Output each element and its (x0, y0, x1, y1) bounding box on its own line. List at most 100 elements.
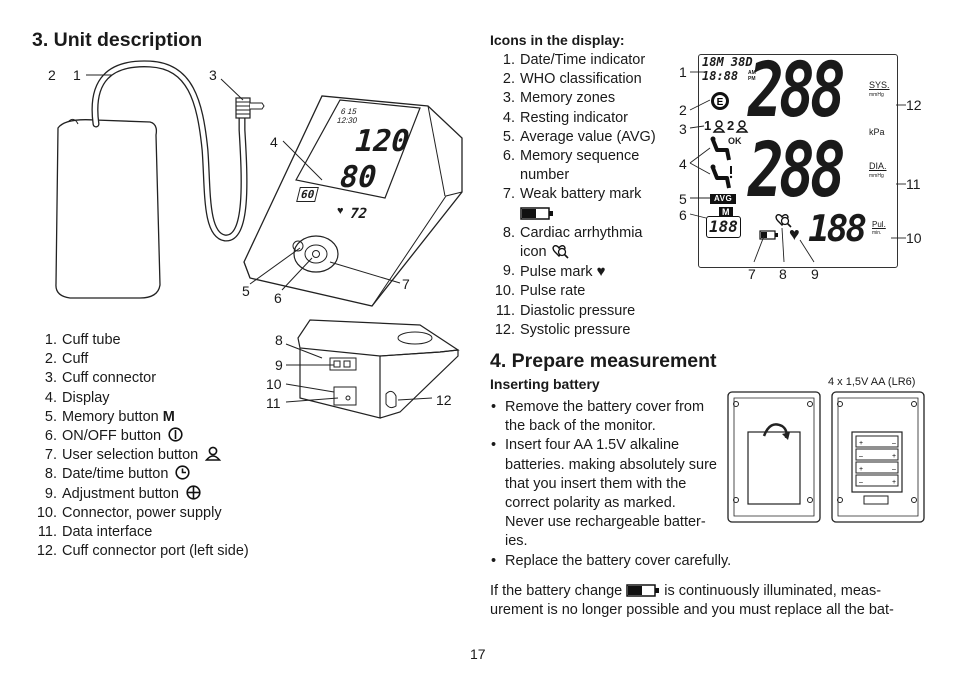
parts-list-item: 8Date/time button (32, 465, 292, 484)
svg-text:–: – (859, 453, 863, 460)
icons-list-item: 3Memory zones (490, 89, 660, 108)
battery-warning-paragraph: If the battery change is continuously il… (490, 582, 930, 620)
parts-list-item: 12Cuff connector port (left side) (32, 542, 292, 561)
icons-list-item: 12Systolic pressure (490, 321, 660, 340)
lcd-mem-sequence: 188 (706, 216, 741, 238)
page-number: 17 (470, 646, 486, 662)
parts-list-item: 3Cuff connector (32, 369, 292, 388)
icons-list-item: 8Cardiac arrhythmia icon (490, 224, 660, 262)
lcd-label-7: 7 (748, 266, 756, 282)
label-3: 3 (209, 67, 217, 83)
icons-list-item: 5Average value (AVG) (490, 128, 660, 147)
svg-text:E: E (717, 97, 724, 108)
lcd-battery-icon (759, 230, 778, 240)
inserting-battery-heading: Inserting battery (490, 376, 600, 392)
power-icon (168, 427, 183, 442)
battery-change-icon (626, 584, 660, 597)
lcd-mem-m: M (719, 207, 733, 217)
lcd-label-5: 5 (679, 191, 687, 207)
lcd-callout-lines (689, 71, 906, 263)
icons-heading: Icons in the display: (490, 32, 625, 48)
clock-icon (175, 465, 191, 481)
svg-text:+: + (892, 453, 896, 460)
icons-list-item: 9Pulse mark ♥ (490, 262, 660, 282)
parts-list-item: 4Display (32, 389, 292, 408)
heart-icon: ♥ (596, 263, 606, 281)
parts-list-item: 1Cuff tube (32, 331, 292, 350)
lcd-ok: OK (728, 136, 742, 146)
parts-list-item: 10Connector, power supply (32, 504, 292, 523)
icons-list-item: 2WHO classification (490, 70, 660, 89)
parts-list-item: 2Cuff (32, 350, 292, 369)
parts-list-item: 7User selection button (32, 446, 292, 465)
icons-list: 1Date/Time indicator 2WHO classification… (490, 51, 660, 340)
parts-list-item: 5Memory button M (32, 408, 292, 427)
lcd-am: AM (748, 70, 756, 76)
prepare-heading: 4. Prepare measurement (490, 350, 717, 372)
lcd-label-3: 3 (679, 121, 687, 137)
lcd-avg-badge: AVG (710, 194, 737, 204)
label-2: 2 (48, 67, 56, 83)
lcd-label-9: 9 (811, 266, 819, 282)
label-1: 1 (73, 67, 81, 83)
battery-caption: 4 x 1,5V AA (LR6) (828, 376, 916, 388)
lcd-dia-label: DIA. (869, 161, 887, 171)
lcd-label-4: 4 (679, 156, 687, 172)
parts-list-item: 11Data interface (32, 523, 292, 542)
icons-list-item: 10Pulse rate (490, 282, 660, 301)
lcd-pul-label: Pul. (872, 220, 886, 229)
resting-warning-icon (710, 164, 733, 189)
users-icon (205, 446, 222, 462)
icons-list-item: 1Date/Time indicator (490, 51, 660, 70)
user1-icon (712, 120, 726, 133)
lcd-label-10: 10 (906, 230, 922, 246)
lcd-kpa: kPa (869, 127, 885, 137)
battery-warning-text-before: If the battery change (490, 583, 623, 599)
lcd-dia-digits: 288 (748, 125, 846, 214)
label-12: 12 (436, 392, 452, 408)
lcd-user1: 1 (704, 118, 712, 133)
battery-step: Insert four AA 1.5V alkaline batteries. … (490, 436, 718, 551)
label-4: 4 (270, 134, 278, 150)
arrhythmia-icon (552, 245, 569, 259)
parts-list: 1Cuff tube 2Cuff 3Cuff connector 4Displa… (32, 331, 292, 561)
lcd-sys-unit: mmHg (869, 92, 884, 98)
parts-list-item: 6ON/OFF button (32, 427, 292, 446)
label-10: 10 (266, 376, 282, 392)
lcd-pulse-digits: 188 (808, 209, 867, 250)
lcd-label-11: 11 (906, 176, 921, 192)
monitor-heart-icon: ♥ (337, 205, 344, 217)
label-9: 9 (275, 357, 283, 373)
resting-ok-icon (710, 136, 731, 161)
parts-list-item: 9Adjustment button (32, 485, 292, 504)
memory-m-symbol: M (162, 408, 175, 425)
lcd-arrhythmia-icon (775, 214, 792, 228)
battery-icon (520, 206, 553, 220)
cuff-drawing (55, 119, 161, 299)
lcd-pm: PM (748, 76, 756, 82)
battery-step: Remove the battery cover from the back o… (490, 398, 718, 436)
unit-description-heading: 3. Unit description (32, 29, 203, 51)
lcd-pul-unit: min. (872, 230, 882, 236)
cuff-connector-drawing (235, 97, 265, 119)
lcd-label-2: 2 (679, 102, 687, 118)
svg-text:–: – (892, 466, 896, 473)
who-icon: E (711, 92, 729, 110)
lcd-frame (698, 54, 898, 268)
svg-text:+: + (892, 479, 896, 486)
battery-steps-list: Remove the battery cover from the back o… (490, 398, 731, 571)
icons-list-item: 6Memory sequence number (490, 147, 660, 185)
battery-compartment-illustration: + – – + + – – + (727, 391, 925, 523)
svg-text:–: – (892, 440, 896, 447)
lcd-dia-unit: mmHg (869, 173, 884, 179)
lcd-user2: 2 (727, 118, 735, 133)
lcd-label-12: 12 (906, 97, 922, 113)
lcd-label-1: 1 (679, 64, 687, 80)
icons-list-item: 11Diastolic pressure (490, 302, 660, 321)
lcd-heart-icon: ♥ (789, 224, 800, 244)
svg-text:+: + (859, 466, 863, 473)
icons-list-item: 4Resting indicator (490, 109, 660, 128)
monitor-drawing (243, 95, 463, 307)
label-7: 7 (402, 276, 410, 292)
lcd-label-8: 8 (779, 266, 787, 282)
